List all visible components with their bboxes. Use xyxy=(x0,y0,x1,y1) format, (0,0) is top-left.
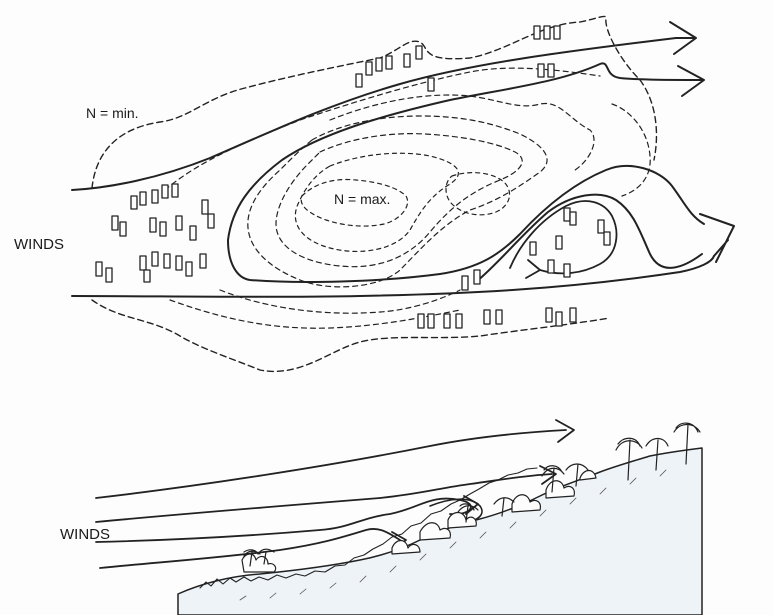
wind-arrow-2 xyxy=(677,65,705,97)
profile-wind-line-3 xyxy=(95,497,472,569)
buildings-inner-hook xyxy=(529,207,611,278)
label-n-min: N = min. xyxy=(86,105,139,121)
profile-wind-line-1 xyxy=(95,429,567,499)
wind-stream-hook xyxy=(227,165,705,283)
contour-inner-lobe xyxy=(445,172,511,216)
buildings-left-cluster xyxy=(95,183,215,283)
contour-ring-6 xyxy=(300,178,409,227)
profile-arrow-1 xyxy=(555,419,575,443)
contour-ring-5 xyxy=(294,152,459,253)
ground-vegetation-edge xyxy=(199,467,538,589)
wind-arrow-hook-inner xyxy=(525,259,541,279)
wind-stream-inner-hook xyxy=(475,193,703,283)
label-winds-plan-view: WINDS xyxy=(14,236,64,253)
contour-ring-2 xyxy=(219,94,595,314)
wind-stream-mid xyxy=(227,62,687,241)
contour-upper-right xyxy=(611,103,651,197)
wind-arrow-3 xyxy=(699,213,735,263)
profile-arrow-3 xyxy=(463,495,479,515)
contour-ring-4 xyxy=(275,133,523,268)
ground-hatching xyxy=(239,469,667,601)
profile-wind-line-2 xyxy=(95,473,553,523)
label-winds-profile-view: WINDS xyxy=(60,526,110,543)
wind-stream-inner-loop xyxy=(509,200,618,275)
palm-trees xyxy=(243,422,701,567)
wind-stream-upper xyxy=(71,37,677,191)
wind-arrow-1 xyxy=(669,21,697,55)
contour-ring-3 xyxy=(247,115,548,288)
buildings-upper-row xyxy=(355,25,561,92)
label-n-max: N = max. xyxy=(334,191,391,207)
wind-stream-lower xyxy=(71,255,715,298)
buildings-lower-row xyxy=(417,269,577,329)
